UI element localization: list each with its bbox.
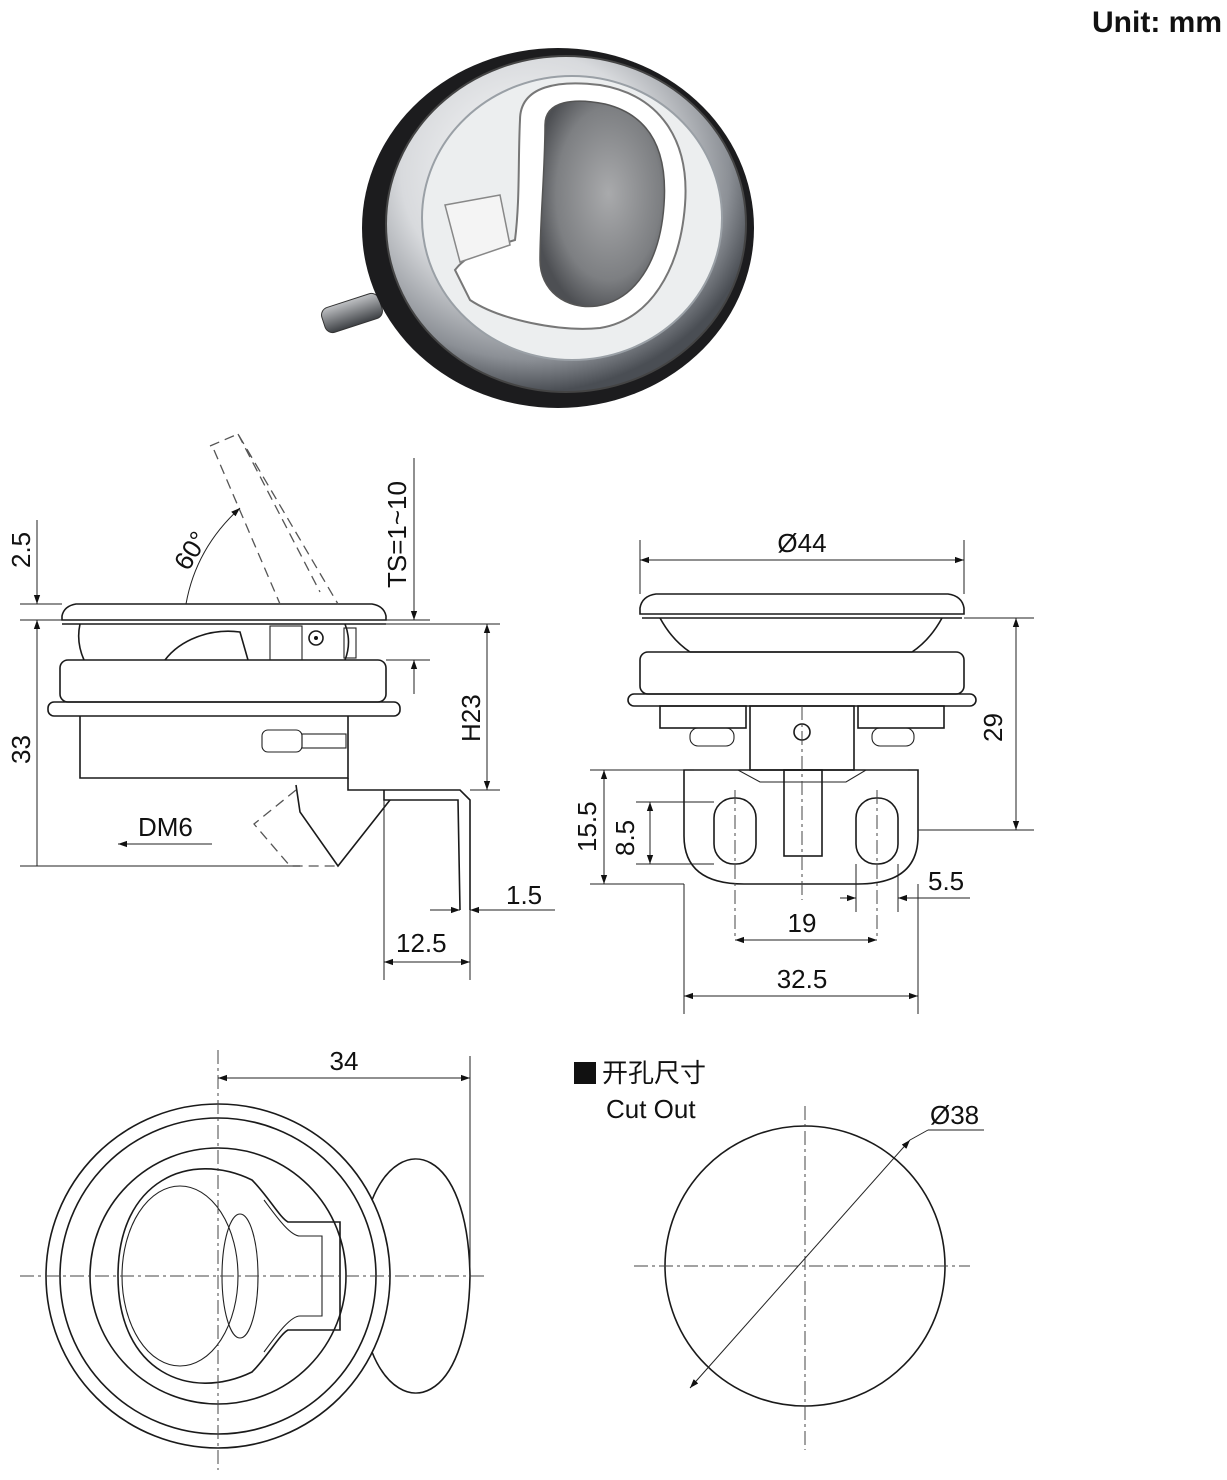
cam-width-label: 32.5 (777, 964, 828, 994)
cam-thickness-label: 1.5 (506, 880, 542, 910)
slot-width-label: 5.5 (928, 866, 964, 896)
front-view: Ø44 29 15.5 8.5 5.5 19 32.5 (572, 528, 1034, 1014)
thread-label: DM6 (138, 812, 193, 842)
flange-diameter-label: Ø44 (777, 528, 826, 558)
slot-height-label: 8.5 (610, 820, 640, 856)
slot-spacing-label: 19 (788, 908, 817, 938)
cutout-marker-square (574, 1062, 596, 1084)
top-view: 34 (20, 1046, 486, 1470)
lip-height-label: 2.5 (6, 532, 36, 568)
cutout-view: 开孔尺寸 Cut Out Ø38 (574, 1059, 984, 1450)
height-29-label: 29 (978, 713, 1008, 742)
cam-height-label: 15.5 (572, 801, 602, 852)
angle-label: 60° (168, 526, 214, 575)
unit-label: Unit: mm (1092, 6, 1222, 39)
width-34-label: 34 (330, 1046, 359, 1076)
cutout-title-en: Cut Out (606, 1094, 696, 1124)
product-photo (321, 48, 754, 408)
cam-offset-label: 12.5 (396, 928, 447, 958)
total-height-label: 33 (6, 735, 36, 764)
side-view: 60° TS=1~10 2.5 33 H23 DM6 1.5 12.5 (6, 433, 555, 980)
thickness-label: TS=1~10 (382, 481, 412, 588)
cutout-diameter-label: Ø38 (930, 1100, 979, 1130)
cutout-title-cn: 开孔尺寸 (602, 1059, 706, 1089)
body-height-label: H23 (456, 694, 486, 742)
